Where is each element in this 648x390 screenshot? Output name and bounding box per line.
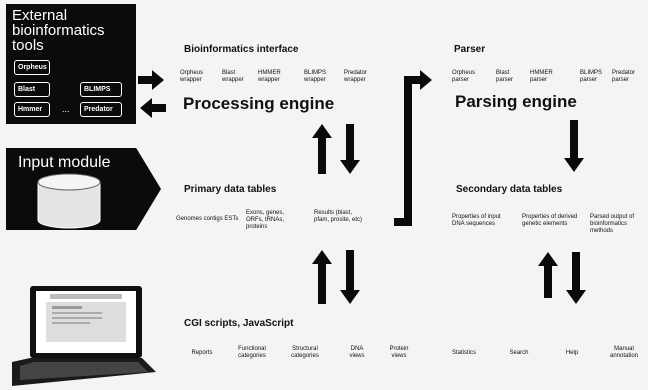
arrow-to-tools <box>138 70 164 90</box>
parser-blimps: BLIMPS parser <box>580 70 608 84</box>
nav-statistics: Statistics <box>446 350 482 357</box>
arrow-down-processing <box>340 124 360 174</box>
arrow-down-secondary <box>566 252 586 304</box>
arrow-up-primary <box>312 250 332 304</box>
arrow-up-secondary <box>538 252 558 298</box>
arrow-up-processing <box>312 124 332 174</box>
nav-protein-views: Protein views <box>384 346 414 360</box>
nav-search: Search <box>504 350 534 357</box>
arrow-down-primary <box>340 250 360 304</box>
parser-orpheus: Orpheus parser <box>452 70 484 84</box>
secondary-tables-title: Secondary data tables <box>456 184 562 195</box>
primary-results: Results (blast, pfam, prosite, etc) <box>314 210 366 224</box>
nav-help: Help <box>560 350 584 357</box>
secondary-input-dna: Properties of input DNA sequences <box>452 214 506 228</box>
primary-tables-title: Primary data tables <box>184 184 276 195</box>
wrapper-blast: Blast wrapper <box>222 70 252 84</box>
cgi-title: CGI scripts, JavaScript <box>184 318 294 329</box>
arrow-elbow-to-parser <box>394 70 432 226</box>
wrapper-blimps: BLIMPS wrapper <box>304 70 336 84</box>
parsing-engine-title: Parsing engine <box>455 92 577 112</box>
parser-blast: Blast parser <box>496 70 522 84</box>
primary-genomes: Genomes contigs ESTs <box>176 216 240 223</box>
nav-manual-annotation: Manual annotation <box>604 346 644 360</box>
secondary-genetic-elements: Properties of derived genetic elements <box>522 214 578 228</box>
bioinformatics-interface-title: Bioinformatics interface <box>184 44 298 55</box>
nav-functional-categories: Functional categories <box>232 346 272 360</box>
parser-predator: Predator parser <box>612 70 646 84</box>
nav-structural-categories: Structural categories <box>284 346 326 360</box>
nav-reports: Reports <box>184 350 220 357</box>
arrow-down-parsing <box>564 120 584 172</box>
parser-hmmer: HMMER parser <box>530 70 560 84</box>
primary-exons: Exons, genes, ORFs, tRNAs, proteins <box>246 210 296 231</box>
nav-dna-views: DNA views <box>344 346 370 360</box>
wrapper-hmmer: HMMER wrapper <box>258 70 290 84</box>
wrapper-predator: Predator wrapper <box>344 70 380 84</box>
processing-engine-title: Processing engine <box>183 94 334 114</box>
wrapper-orpheus: Orpheus wrapper <box>180 70 214 84</box>
arrow-from-interface <box>140 98 166 118</box>
parser-title: Parser <box>454 44 485 55</box>
secondary-parsed-output: Parsed output of bioinformatics methods <box>590 214 646 235</box>
